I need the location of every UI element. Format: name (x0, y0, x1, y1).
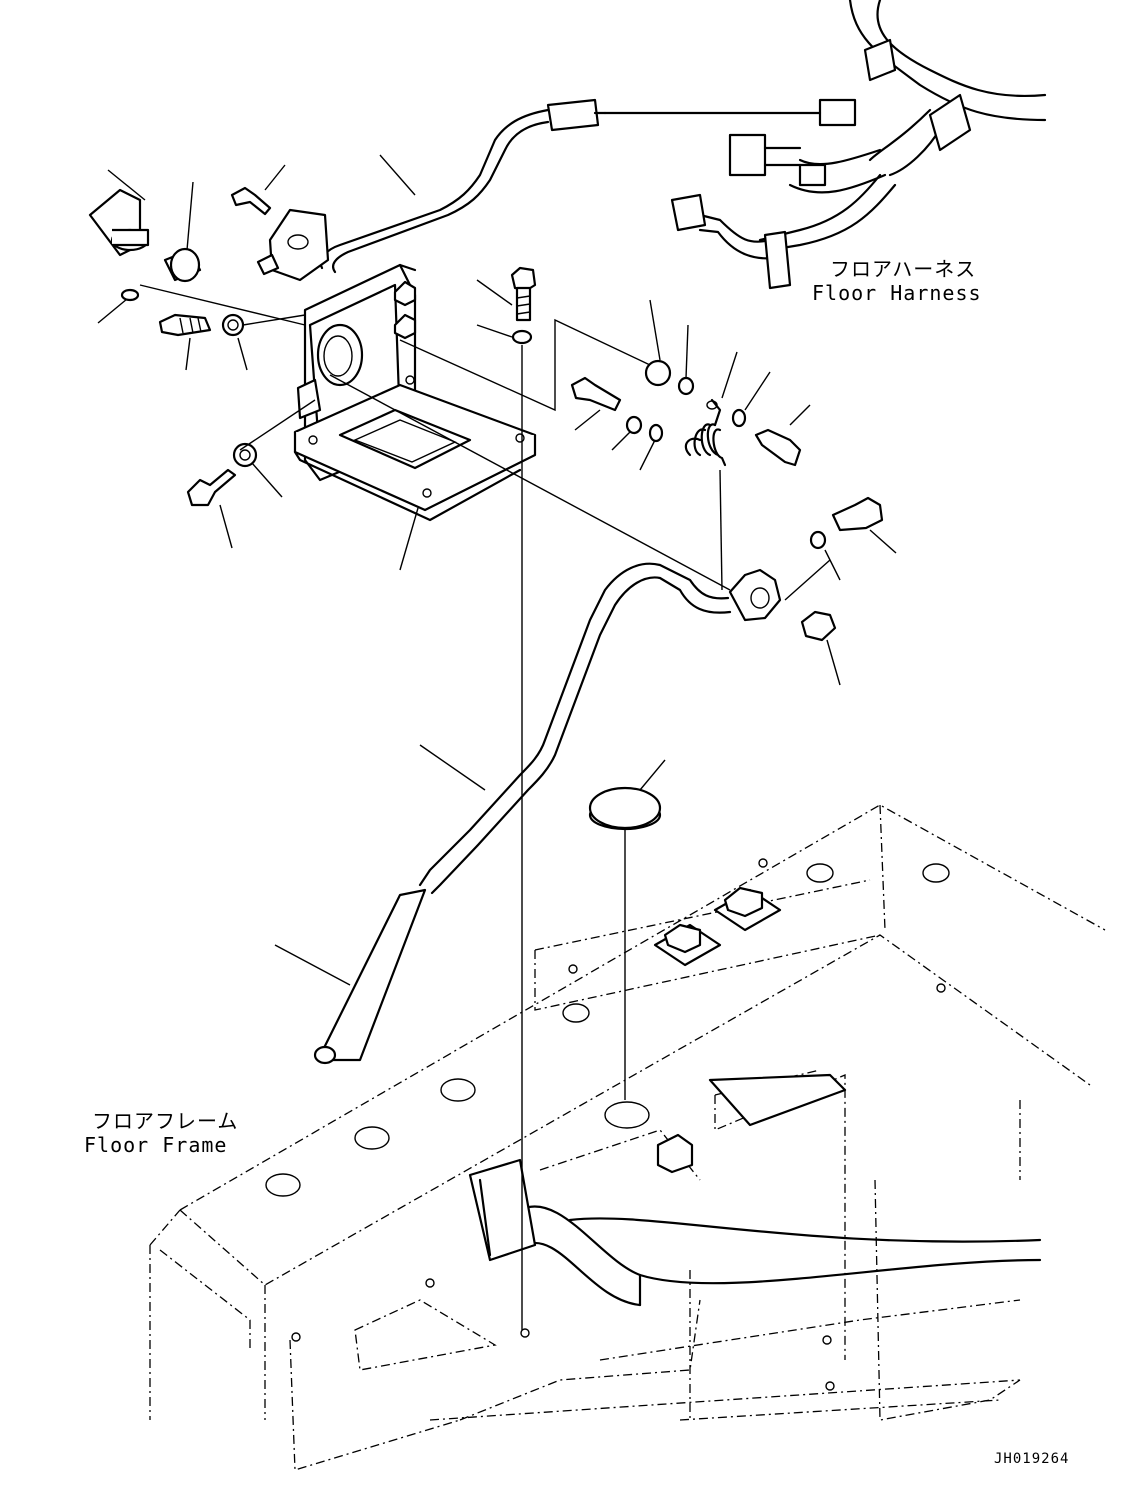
rubber-plug (588, 786, 662, 831)
drawing-code: JH019264 (994, 1451, 1070, 1467)
lever-rod (313, 562, 732, 1065)
floor-frame (149, 804, 1106, 1471)
floor-frame-label-jp: フロアフレーム (92, 1109, 239, 1133)
sensor-cable (319, 98, 607, 274)
floor-harness-label-jp: フロアハーネス (830, 257, 977, 281)
leader-lines (97, 154, 897, 986)
sensor-unit (256, 208, 330, 282)
fasteners (510, 266, 884, 642)
assembly-lines (139, 284, 831, 1330)
floor-frame-label-en: Floor Frame (84, 1133, 228, 1157)
floor-harness (603, 0, 1047, 290)
pedal-parts (88, 186, 272, 507)
floor-harness-label-en: Floor Harness (812, 281, 982, 305)
bracket-assembly (293, 263, 537, 522)
